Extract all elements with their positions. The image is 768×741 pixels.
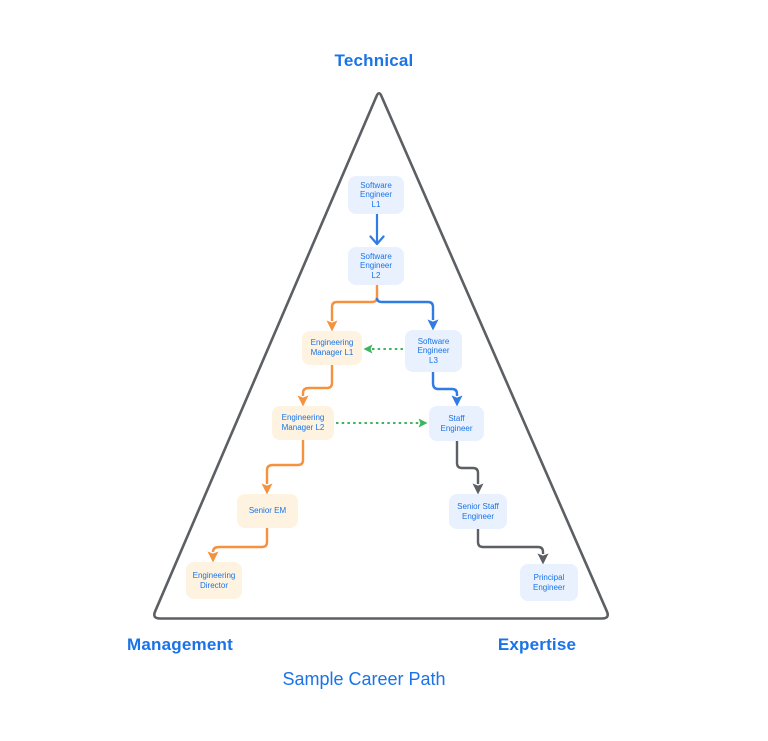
node-engineering-manager-l1: Engineering Manager L1 — [302, 331, 362, 365]
node-software-engineer-l3: Software Engineer L3 — [405, 330, 462, 372]
edge-em-l1-to-em-l2 — [297, 365, 334, 407]
node-senior-em: Senior EM — [237, 494, 298, 528]
node-engineering-manager-l2: Engineering Manager L2 — [272, 406, 334, 440]
node-senior-staff-engineer: Senior Staff Engineer — [449, 494, 507, 529]
axis-label-management: Management — [127, 635, 233, 654]
edge-se-l1-to-se-l2-arrowhead — [369, 235, 385, 246]
edge-senior-em-to-eng-dir — [207, 528, 269, 563]
edge-se-l2-to-se-l3 — [375, 297, 439, 331]
node-principal-engineer: Principal Engineer — [520, 564, 578, 601]
node-software-engineer-l2: Software Engineer L2 — [348, 247, 404, 285]
edge-staff-to-sr-staff — [455, 441, 484, 495]
node-software-engineer-l1: Software Engineer L1 — [348, 176, 404, 214]
diagram-caption: Sample Career Path — [282, 669, 446, 689]
edge-em-l2-to-senior-em — [261, 440, 305, 495]
edge-se-l2-to-em-l1 — [326, 285, 379, 332]
triangle-outline — [153, 92, 609, 620]
edge-sr-staff-to-principal — [476, 529, 549, 565]
node-engineering-director: Engineering Director — [186, 562, 242, 599]
axis-label-technical: Technical — [334, 51, 414, 70]
axis-label-expertise: Expertise — [497, 635, 577, 654]
node-staff-engineer: Staff Engineer — [429, 406, 484, 441]
edge-se-l3-to-staff — [431, 372, 463, 407]
